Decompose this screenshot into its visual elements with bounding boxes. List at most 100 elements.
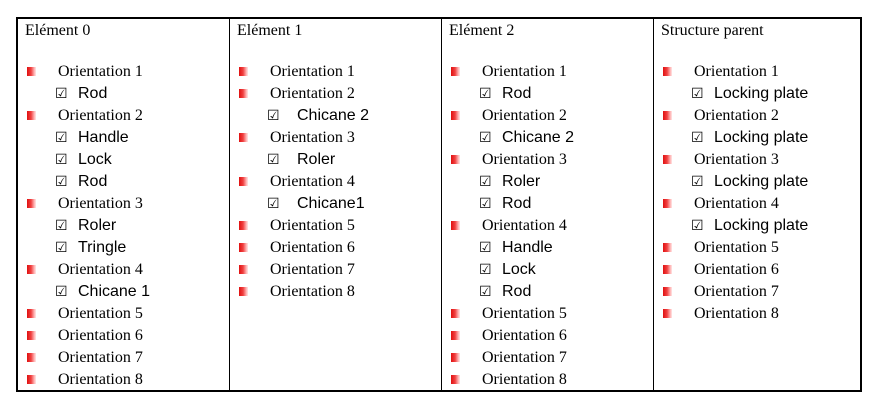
- orientation-label: Orientation 3: [482, 151, 567, 168]
- orientation-row: Orientation 1: [654, 61, 860, 83]
- column-header: Elément 1: [237, 22, 303, 39]
- component-row: ☑ Chicane 2: [442, 127, 653, 149]
- orientation-row: Orientation 8: [230, 281, 441, 303]
- orientation-label: Orientation 2: [270, 85, 355, 102]
- square-bullet-icon: [663, 111, 672, 120]
- checkbox-icon: ☑: [691, 218, 704, 234]
- component-row: ☑Locking plate: [654, 127, 860, 149]
- component-label: Rod: [502, 283, 532, 300]
- orientation-row: Orientation 5: [18, 303, 229, 325]
- component-label: Roler: [297, 151, 336, 168]
- column-structure-parent: Structure parent Orientation 1☑Locking p…: [654, 19, 860, 390]
- orientation-label: Orientation 6: [270, 239, 355, 256]
- orientation-row: Orientation 2: [654, 105, 860, 127]
- orientation-row: Orientation 3: [18, 193, 229, 215]
- orientation-label: Orientation 8: [58, 371, 143, 388]
- orientation-row: Orientation 7: [442, 347, 653, 369]
- orientation-row: Orientation 4: [18, 259, 229, 281]
- orientation-label: Orientation 6: [482, 327, 567, 344]
- square-bullet-icon: [239, 265, 248, 274]
- orientation-label: Orientation 2: [58, 107, 143, 124]
- orientation-label: Orientation 1: [482, 63, 567, 80]
- square-bullet-icon: [663, 155, 672, 164]
- orientation-label: Orientation 8: [270, 283, 355, 300]
- checkbox-icon: ☑: [479, 130, 492, 146]
- component-row: ☑ Tringle: [18, 237, 229, 259]
- checkbox-icon: ☑: [691, 174, 704, 190]
- orientation-row: Orientation 4: [230, 171, 441, 193]
- square-bullet-icon: [27, 111, 36, 120]
- orientation-row: Orientation 3: [230, 127, 441, 149]
- square-bullet-icon: [239, 67, 248, 76]
- component-label: Locking plate: [714, 217, 809, 234]
- orientation-row: Orientation 8: [654, 303, 860, 325]
- component-label: Chicane 1: [78, 283, 151, 300]
- square-bullet-icon: [663, 199, 672, 208]
- column-header: Elément 2: [449, 22, 515, 39]
- square-bullet-icon: [27, 331, 36, 340]
- orientation-label: Orientation 6: [694, 261, 779, 278]
- square-bullet-icon: [663, 67, 672, 76]
- square-bullet-icon: [451, 67, 460, 76]
- orientation-row: Orientation 6: [230, 237, 441, 259]
- component-label: Locking plate: [714, 85, 809, 102]
- square-bullet-icon: [239, 221, 248, 230]
- orientation-row: Orientation 7: [654, 281, 860, 303]
- square-bullet-icon: [27, 265, 36, 274]
- checkbox-icon: ☑: [479, 284, 492, 300]
- square-bullet-icon: [451, 111, 460, 120]
- component-label: Rod: [78, 173, 108, 190]
- square-bullet-icon: [663, 287, 672, 296]
- component-row: ☑Rod: [442, 193, 653, 215]
- orientation-label: Orientation 5: [694, 239, 779, 256]
- component-row: ☑Chicane1: [230, 193, 441, 215]
- checkbox-icon: ☑: [267, 152, 280, 168]
- orientation-row: Orientation 2: [230, 83, 441, 105]
- orientation-label: Orientation 4: [694, 195, 779, 212]
- checkbox-icon: ☑: [479, 174, 492, 190]
- orientation-row: Orientation 7: [230, 259, 441, 281]
- component-row: ☑Rod: [442, 83, 653, 105]
- checkbox-icon: ☑: [55, 240, 68, 256]
- component-row: ☑ Rod: [442, 281, 653, 303]
- orientation-label: Orientation 1: [694, 63, 779, 80]
- component-label: Chicane 2: [502, 129, 575, 146]
- orientation-row: Orientation 8: [18, 369, 229, 391]
- checkbox-icon: ☑: [55, 284, 68, 300]
- component-label: Rod: [502, 85, 532, 102]
- orientation-row: Orientation 5: [230, 215, 441, 237]
- component-row: ☑ Chicane 1: [18, 281, 229, 303]
- orientation-row: Orientation 5: [654, 237, 860, 259]
- component-label: Lock: [78, 151, 112, 168]
- column-header: Structure parent: [661, 22, 764, 39]
- square-bullet-icon: [451, 331, 460, 340]
- orientation-label: Orientation 4: [482, 217, 567, 234]
- checkbox-icon: ☑: [267, 196, 280, 212]
- square-bullet-icon: [27, 375, 36, 384]
- square-bullet-icon: [663, 309, 672, 318]
- orientation-label: Orientation 2: [482, 107, 567, 124]
- orientation-row: Orientation 6: [654, 259, 860, 281]
- orientation-row: Orientation 1: [230, 61, 441, 83]
- component-label: Locking plate: [714, 129, 809, 146]
- orientation-label: Orientation 2: [694, 107, 779, 124]
- orientation-row: Orientation 1: [442, 61, 653, 83]
- checkbox-icon: ☑: [479, 262, 492, 278]
- component-row: ☑ Roler: [230, 149, 441, 171]
- orientation-row: Orientation 6: [18, 325, 229, 347]
- component-row: ☑Locking plate: [654, 171, 860, 193]
- checkbox-icon: ☑: [55, 86, 68, 102]
- orientation-row: Orientation 3: [654, 149, 860, 171]
- column-element-1: Elément 1 Orientation 1 Orientation 2 ☑Chi…: [230, 19, 442, 390]
- orientation-row: Orientation 7: [18, 347, 229, 369]
- component-label: Tringle: [78, 239, 127, 256]
- square-bullet-icon: [451, 221, 460, 230]
- orientation-label: Orientation 4: [270, 173, 355, 190]
- checkbox-icon: ☑: [55, 218, 68, 234]
- orientation-label: Orientation 1: [270, 63, 355, 80]
- orientation-label: Orientation 8: [694, 305, 779, 322]
- component-row: ☑Lock: [18, 149, 229, 171]
